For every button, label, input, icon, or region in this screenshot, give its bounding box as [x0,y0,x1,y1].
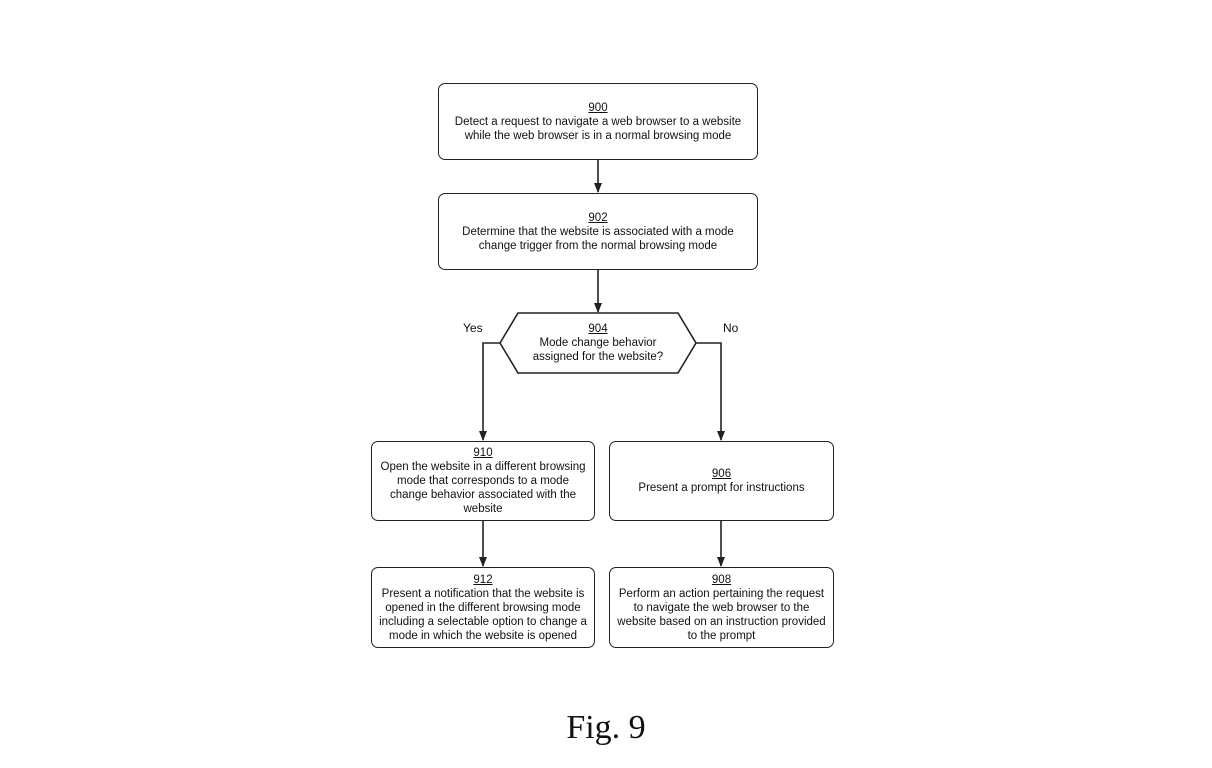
step-906-box: 906 Present a prompt for instructions [609,441,834,521]
figure-caption: Fig. 9 [566,709,646,746]
step-908-text: Perform an action pertaining the request… [617,587,826,642]
step-902-number: 902 [588,211,608,224]
step-910-text: Open the website in a different browsing… [380,461,586,515]
step-906-number: 906 [711,468,732,480]
branch-yes-label: Yes [463,321,483,335]
decision-904-text-line1: Mode change behavior [539,337,657,349]
branch-no-label: No [723,321,739,335]
decision-904-number: 904 [588,323,608,335]
step-912-number: 912 [473,573,493,586]
step-908-number: 908 [711,573,732,586]
arrow-904-yes-to-910 [479,342,500,441]
decision-904: 904 Mode change behavior assigned for th… [518,313,678,373]
step-912-box: 912 Present a notification that the webs… [371,567,595,648]
step-902-text: Determine that the website is associated… [462,225,734,252]
step-900-box: 900 Detect a request to navigate a web b… [438,83,758,160]
step-910-box: 910 Open the website in a different brow… [371,441,595,521]
step-908-box: 908 Perform an action pertaining the req… [609,567,834,648]
step-902-box: 902 Determine that the website is associ… [438,193,758,270]
step-900-text: Detect a request to navigate a web brows… [454,115,742,142]
step-900-number: 900 [588,101,608,114]
step-912-text: Present a notification that the website … [379,587,587,642]
decision-904-text-line2: assigned for the website? [532,351,664,363]
arrow-904-no-to-906 [696,342,725,441]
step-910-number: 910 [473,447,493,459]
step-906-text: Present a prompt for instructions [638,482,805,494]
